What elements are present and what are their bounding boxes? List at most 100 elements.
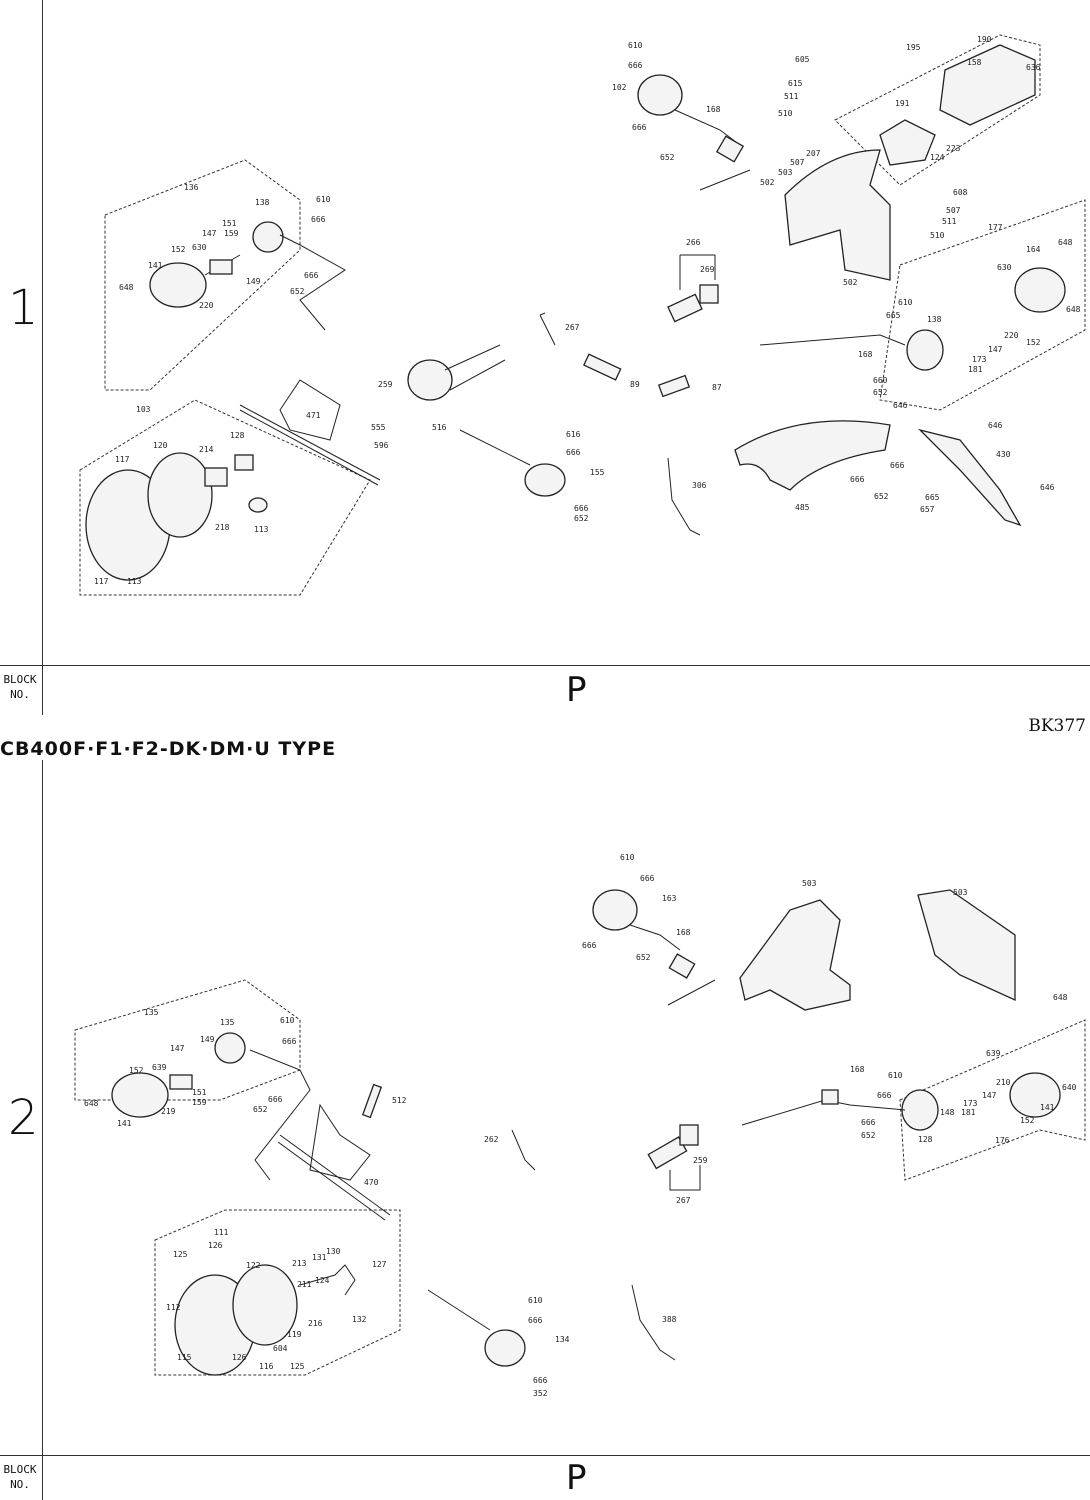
page-code: BK377 bbox=[1028, 716, 1086, 736]
part-label: 116 bbox=[259, 1362, 274, 1371]
part-label: 163 bbox=[662, 894, 677, 903]
part-label: 507 bbox=[946, 206, 961, 215]
part-label: 666 bbox=[304, 271, 319, 280]
part-label: 470 bbox=[364, 1178, 379, 1187]
part-label: 610 bbox=[888, 1071, 903, 1080]
part-label: 639 bbox=[152, 1063, 167, 1072]
part-label: 512 bbox=[392, 1096, 407, 1105]
part-label: 666 bbox=[566, 448, 581, 457]
part-label: 177 bbox=[988, 223, 1003, 232]
part-label: 648 bbox=[1066, 305, 1081, 314]
part-label: 352 bbox=[533, 1389, 548, 1398]
part-label: 259 bbox=[378, 380, 393, 389]
part-label: 210 bbox=[996, 1078, 1011, 1087]
part-label: 605 bbox=[795, 55, 810, 64]
part-label: 147 bbox=[202, 229, 217, 238]
part-label: 610 bbox=[528, 1296, 543, 1305]
part-label: 132 bbox=[352, 1315, 367, 1324]
block-divider bbox=[42, 665, 43, 715]
part-label: 219 bbox=[161, 1107, 176, 1116]
part-label: 135 bbox=[220, 1018, 235, 1027]
part-label: 128 bbox=[230, 431, 245, 440]
part-label: 510 bbox=[930, 231, 945, 240]
part-label: 122 bbox=[246, 1261, 261, 1270]
part-label: 214 bbox=[199, 445, 214, 454]
part-label: 152 bbox=[171, 245, 186, 254]
row-number: 1 bbox=[8, 280, 39, 336]
part-label: 191 bbox=[895, 99, 910, 108]
part-label: 89 bbox=[630, 380, 640, 389]
part-label: 610 bbox=[898, 298, 913, 307]
part-label: 666 bbox=[574, 504, 589, 513]
part-label: 640 bbox=[1062, 1083, 1077, 1092]
part-label: 152 bbox=[1020, 1116, 1035, 1125]
part-label: 510 bbox=[778, 109, 793, 118]
part-label: 269 bbox=[700, 265, 715, 274]
part-label: 503 bbox=[953, 888, 968, 897]
panel-divider bbox=[42, 0, 43, 665]
part-label: 141 bbox=[1040, 1103, 1055, 1112]
part-label: 503 bbox=[778, 168, 793, 177]
part-label: 666 bbox=[861, 1118, 876, 1127]
part-label: 168 bbox=[706, 105, 721, 114]
part-label: 181 bbox=[968, 365, 983, 374]
part-label: 267 bbox=[565, 323, 580, 332]
part-label: 596 bbox=[374, 441, 389, 450]
part-label: 136 bbox=[184, 183, 199, 192]
part-label: 128 bbox=[918, 1135, 933, 1144]
part-label: 211 bbox=[297, 1280, 312, 1289]
part-label: 652 bbox=[253, 1105, 268, 1114]
part-label: 138 bbox=[255, 198, 270, 207]
part-label: 516 bbox=[432, 423, 447, 432]
part-label: 216 bbox=[308, 1319, 323, 1328]
block-value: P bbox=[566, 1458, 587, 1498]
part-label: 112 bbox=[166, 1303, 181, 1312]
part-label: 610 bbox=[316, 195, 331, 204]
model-title: CB400F·F1·F2-DK·DM·U TYPE bbox=[0, 738, 337, 760]
part-label: 223 bbox=[946, 144, 961, 153]
part-label: 648 bbox=[1058, 238, 1073, 247]
part-label: 507 bbox=[790, 158, 805, 167]
part-label: 262 bbox=[484, 1135, 499, 1144]
part-label: 657 bbox=[920, 505, 935, 514]
part-label: 615 bbox=[788, 79, 803, 88]
part-label: 125 bbox=[290, 1362, 305, 1371]
block-separator bbox=[0, 665, 1090, 666]
part-label: 126 bbox=[232, 1353, 247, 1362]
part-label: 218 bbox=[215, 523, 230, 532]
part-label: 168 bbox=[676, 928, 691, 937]
part-label: 306 bbox=[692, 481, 707, 490]
part-label: 126 bbox=[208, 1241, 223, 1250]
part-label: 666 bbox=[632, 123, 647, 132]
part-label: 259 bbox=[693, 1156, 708, 1165]
part-label: 666 bbox=[282, 1037, 297, 1046]
part-label: 120 bbox=[153, 441, 168, 450]
exploded-parts-diagram-1: 610 666 102 666 652 168 605 615 511 510 … bbox=[79, 34, 1086, 596]
part-label: 117 bbox=[115, 455, 130, 464]
part-label: 158 bbox=[967, 58, 982, 67]
part-label: 134 bbox=[555, 1335, 570, 1344]
part-label: 648 bbox=[84, 1099, 99, 1108]
part-label: 113 bbox=[254, 525, 269, 534]
part-label: 471 bbox=[306, 411, 321, 420]
part-label: 267 bbox=[676, 1196, 691, 1205]
part-label: 430 bbox=[996, 450, 1011, 459]
part-label: 646 bbox=[893, 401, 908, 410]
part-label: 127 bbox=[372, 1260, 387, 1269]
part-label: 141 bbox=[117, 1119, 132, 1128]
part-label: 173 bbox=[963, 1099, 978, 1108]
part-label: 152 bbox=[1026, 338, 1041, 347]
part-label: 610 bbox=[620, 853, 635, 862]
part-label: 168 bbox=[850, 1065, 865, 1074]
part-label: 666 bbox=[311, 215, 326, 224]
part-label: 636 bbox=[1026, 63, 1041, 72]
part-label: 666 bbox=[890, 461, 905, 470]
panel-divider bbox=[42, 760, 43, 1455]
part-label: 646 bbox=[988, 421, 1003, 430]
part-label: 652 bbox=[290, 287, 305, 296]
part-label: 220 bbox=[199, 301, 214, 310]
part-label: 213 bbox=[292, 1259, 307, 1268]
part-label: 665 bbox=[925, 493, 940, 502]
